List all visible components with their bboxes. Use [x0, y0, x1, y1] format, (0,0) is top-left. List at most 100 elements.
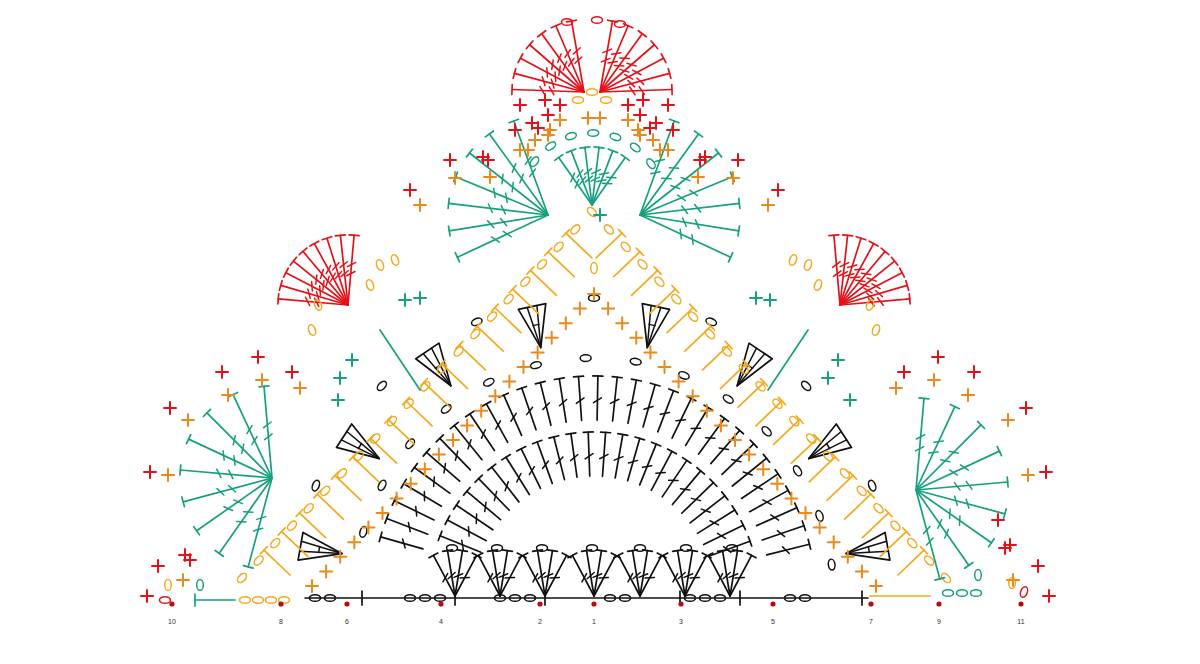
dc-top-bar	[533, 440, 542, 443]
dc-top-bar	[526, 41, 533, 49]
row-dot	[344, 601, 349, 606]
dc-top-bar	[950, 405, 959, 409]
dc-slash	[587, 572, 594, 578]
dc-slash	[549, 87, 554, 95]
teal-stitch	[768, 330, 808, 390]
sc-stitch	[257, 351, 259, 363]
chain-stitch	[390, 254, 400, 267]
dc-stitch	[708, 555, 730, 596]
dc-slash	[517, 474, 521, 482]
sc-stitch	[419, 292, 421, 304]
chain-stitch	[705, 317, 718, 327]
chain-stitch	[704, 328, 716, 340]
dc-slash	[591, 177, 600, 181]
dc-slash	[499, 574, 508, 578]
dc-top-bar	[385, 514, 389, 523]
chain-stitch	[569, 223, 581, 236]
dc-slash	[867, 293, 874, 299]
dc-stitch	[394, 501, 434, 520]
dc-top-bar	[574, 375, 584, 377]
dc-stitch	[454, 425, 482, 459]
dc-stitch	[478, 555, 500, 596]
cluster-slash	[358, 443, 361, 448]
sc-stitch	[635, 332, 637, 344]
chain-stitch	[580, 355, 591, 362]
dc-slash	[335, 271, 341, 278]
chain-stitch	[420, 595, 431, 602]
dc-top-bar	[661, 54, 666, 63]
dc-slash	[563, 61, 567, 70]
dc-top-bar	[671, 84, 673, 94]
chain-stitch	[537, 545, 548, 552]
sc-stitch	[452, 434, 454, 446]
dc-slash	[966, 499, 969, 508]
chain-stitch	[197, 580, 204, 591]
dc-stitch	[371, 438, 397, 463]
dc-slash	[642, 466, 651, 468]
dc-top-bar	[908, 294, 911, 304]
dc-slash	[543, 461, 549, 468]
sc-stitch	[762, 463, 764, 475]
dc-slash	[783, 547, 790, 554]
dc-top-bar	[738, 226, 740, 236]
dc-stitch	[594, 551, 601, 596]
dc-slash	[678, 572, 685, 578]
dc-top-bar	[466, 149, 472, 157]
dc-top-bar	[279, 281, 282, 291]
dc-slash	[754, 485, 763, 489]
dc-top-bar	[741, 521, 745, 530]
dc-slash	[833, 271, 841, 277]
chain-stitch	[562, 19, 573, 26]
chain-stitch	[160, 597, 171, 604]
dc-top-bar	[423, 449, 430, 457]
dc-stitch	[233, 395, 272, 478]
dc-stitch	[470, 414, 495, 450]
sc-stitch	[706, 405, 708, 417]
sc-stitch	[827, 372, 829, 384]
sc-stitch	[1045, 466, 1047, 478]
chain-stitch	[630, 357, 642, 365]
chain-stitch	[605, 595, 616, 602]
sc-stitch	[167, 469, 169, 481]
dc-top-bar	[554, 378, 564, 380]
dc-slash	[620, 69, 629, 72]
dc-slash	[575, 179, 579, 188]
dc-top-bar	[710, 479, 717, 486]
sc-stitch	[652, 134, 654, 146]
foundation-tick	[194, 594, 196, 606]
teal-stitch	[380, 330, 420, 390]
dc-stitch	[596, 376, 598, 420]
sc-stitch	[565, 317, 567, 329]
dc-top-bar	[194, 527, 200, 535]
dc-top-bar	[278, 528, 285, 535]
dc-top-bar	[1006, 477, 1009, 487]
dc-slash	[682, 206, 688, 213]
dc-top-bar	[618, 434, 628, 436]
chain-stitch	[760, 425, 772, 437]
dc-top-bar	[935, 578, 945, 581]
dc-top-bar	[379, 532, 382, 542]
dc-slash	[592, 170, 601, 174]
dc-slash	[506, 193, 508, 202]
sc-stitch	[937, 351, 939, 363]
dc-stitch	[685, 551, 692, 596]
dc-slash	[633, 70, 641, 75]
dc-slash	[627, 402, 636, 405]
dc-slash	[929, 452, 938, 453]
dc-slash	[512, 164, 516, 173]
sc-stitch	[337, 394, 339, 406]
chain-stitch	[325, 595, 336, 602]
dc-top-bar	[786, 486, 791, 495]
chain-stitch	[269, 537, 281, 550]
sc-stitch	[466, 419, 468, 431]
sc-stitch	[737, 154, 739, 166]
sc-stitch	[410, 478, 412, 490]
dc-slash	[949, 509, 951, 518]
dc-slash	[593, 398, 601, 403]
dc-slash	[333, 263, 339, 270]
sc-stitch	[649, 122, 651, 134]
dc-stitch	[381, 537, 423, 549]
chain-stitch	[165, 580, 172, 591]
sc-stitch	[699, 154, 701, 166]
dc-stitch	[406, 401, 432, 426]
